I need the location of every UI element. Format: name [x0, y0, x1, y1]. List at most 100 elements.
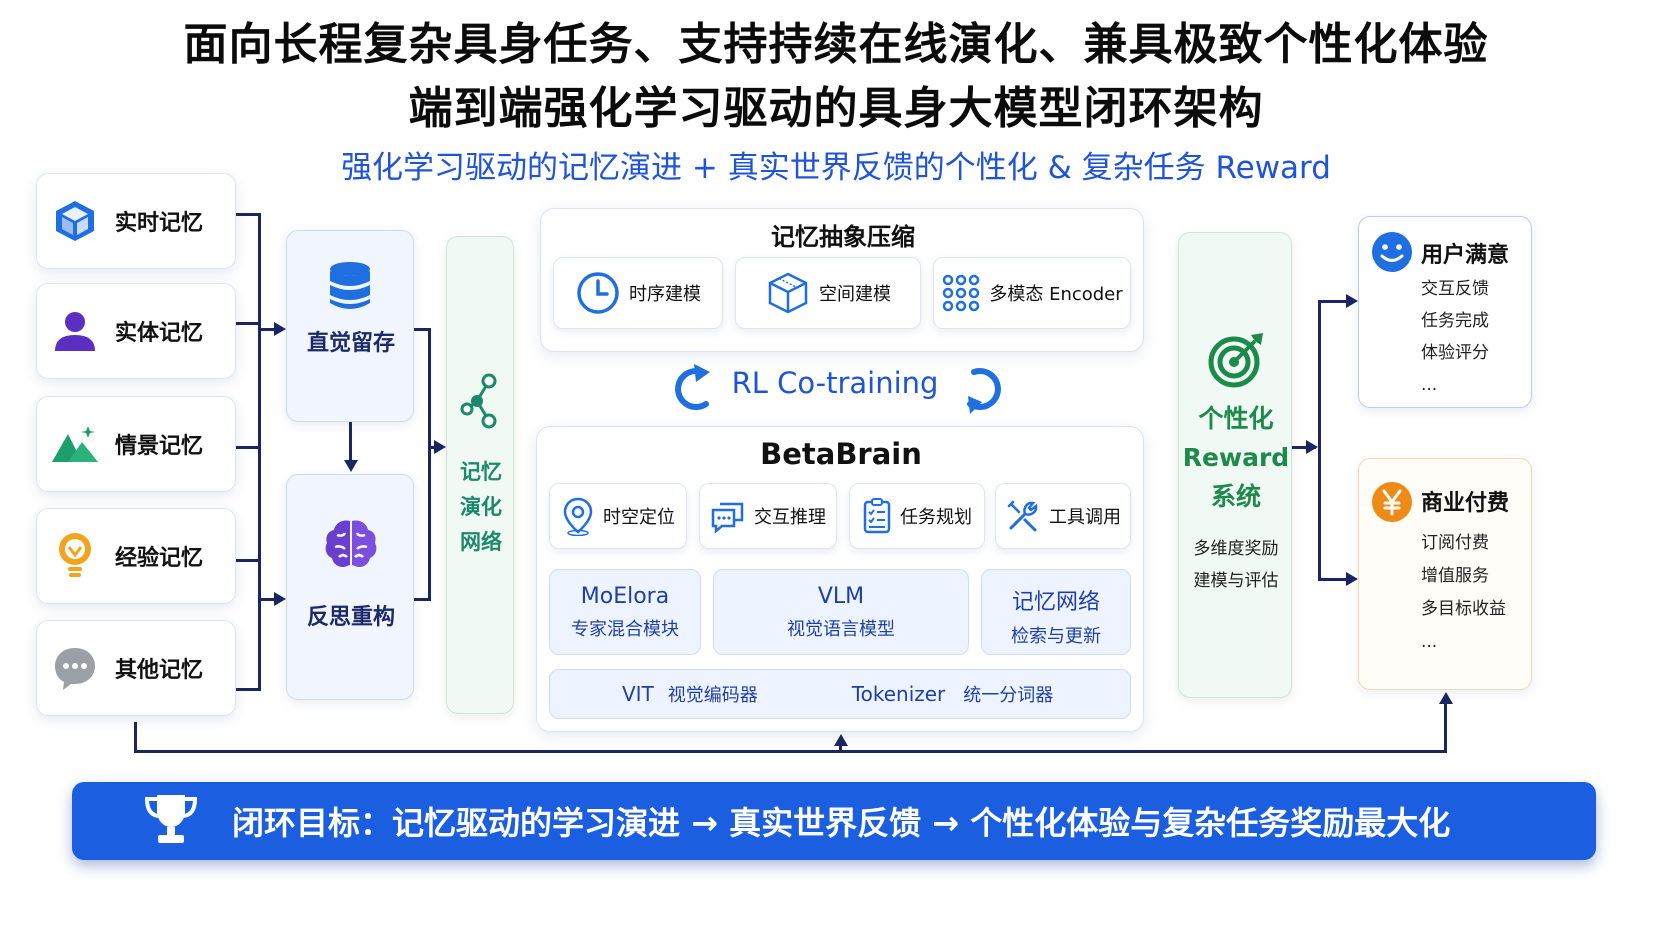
module-memory-network: 记忆网络 检索与更新: [981, 569, 1131, 655]
reward-title-line: Reward: [1182, 443, 1290, 472]
trophy-icon: [142, 791, 202, 851]
3d-box-icon: [768, 272, 808, 314]
betabrain-panel: BetaBrain 时空定位 交互推理 任务规划: [536, 426, 1144, 732]
connector: [428, 328, 431, 601]
arrow-right: [1346, 572, 1358, 586]
tools-icon: [1007, 500, 1038, 532]
vit-label: VIT: [622, 682, 654, 706]
database-icon: [327, 261, 373, 315]
clock-icon: [577, 272, 619, 314]
chat-bubble-icon: [49, 642, 101, 694]
evolution-network-char: 网络: [460, 530, 502, 554]
module-subtitle: 专家混合模块: [571, 619, 679, 640]
capability-label: 任务规划: [900, 507, 972, 528]
list-item: 任务完成: [1421, 311, 1489, 331]
betabrain-title: BetaBrain: [760, 437, 922, 471]
compression-item-label: 时序建模: [629, 284, 701, 305]
memory-card-episodic: 情景记忆: [36, 396, 236, 492]
page-title-line2: 端到端强化学习驱动的具身大模型闭环架构: [408, 83, 1264, 134]
evolution-network-label: 记忆 演化 网络: [447, 455, 515, 560]
reward-title: 个性化 Reward 系统: [1179, 399, 1293, 516]
module-title: 记忆网络: [1011, 590, 1100, 615]
connector: [236, 322, 260, 325]
connector: [1318, 300, 1348, 303]
connector: [1318, 300, 1321, 580]
lightbulb-icon: [49, 530, 101, 582]
arrow-up: [1439, 692, 1453, 704]
connector: [236, 559, 260, 562]
rotate-right-icon: [960, 362, 1004, 420]
user-satisfaction-title: 用户满意: [1421, 243, 1510, 268]
reflection-label: 反思重构: [306, 605, 395, 630]
connector: [414, 598, 430, 601]
connector: [236, 446, 260, 449]
connector: [258, 213, 261, 691]
memory-card-other: 其他记忆: [36, 620, 236, 716]
smiley-icon: [1371, 231, 1413, 277]
compression-item-multimodal: 多模态 Encoder: [933, 257, 1131, 329]
evolution-network-char: 演化: [460, 495, 502, 519]
tokenizer-desc: 统一分词器: [963, 685, 1054, 706]
arrow-down: [344, 460, 358, 472]
evolution-network-panel: 记忆 演化 网络: [446, 236, 514, 714]
page-subtitle: 强化学习驱动的记忆演进 + 真实世界反馈的个性化 & 复杂任务 Reward: [341, 150, 1331, 186]
memory-card-experience: 经验记忆: [36, 508, 236, 604]
list-item: 订阅付费: [1421, 533, 1489, 553]
clipboard-icon: [863, 498, 891, 534]
list-item: 增值服务: [1421, 566, 1489, 586]
list-item: 交互反馈: [1421, 279, 1489, 299]
reward-system-panel: 个性化 Reward 系统 多维度奖励 建模与评估: [1178, 232, 1292, 698]
rotate-left-icon: [672, 362, 716, 420]
compression-item-temporal: 时序建模: [553, 257, 723, 329]
connector: [258, 328, 276, 331]
module-vlm: VLM 视觉语言模型: [713, 569, 969, 655]
intuition-label: 直觉留存: [306, 331, 395, 356]
memory-label: 实体记忆: [115, 321, 204, 346]
arrow-up: [834, 734, 848, 746]
reward-description: 多维度奖励 建模与评估: [1179, 533, 1293, 597]
memory-compression-panel: 记忆抽象压缩 时序建模 空间建模 多模态 Encoder: [540, 208, 1144, 352]
memory-card-entity: 实体记忆: [36, 283, 236, 379]
location-pin-icon: [563, 497, 593, 536]
dot-grid-icon: [943, 274, 980, 312]
capability-label: 工具调用: [1049, 507, 1121, 528]
vit-desc: 视觉编码器: [667, 685, 758, 706]
module-title: MoElora: [580, 584, 670, 609]
connector: [1318, 578, 1348, 581]
reward-title-line: 个性化: [1198, 404, 1274, 433]
evolution-network-char: 记忆: [460, 460, 502, 484]
feedback-loop-line: [134, 750, 1447, 753]
feedback-loop-line: [1444, 702, 1447, 752]
module-title: VLM: [817, 584, 865, 609]
connector: [236, 688, 260, 691]
brain-icon: [323, 517, 379, 575]
closed-loop-goal-bar: 闭环目标：记忆驱动的学习演进 → 真实世界反馈 → 个性化体验与复杂任务奖励最大…: [72, 782, 1596, 860]
business-panel: 商业付费 订阅付费 增值服务 多目标收益 ...: [1358, 458, 1532, 690]
arrow-right: [274, 592, 286, 606]
feedback-loop-line: [839, 744, 842, 752]
connector: [1292, 446, 1316, 449]
network-nodes-icon: [459, 373, 503, 435]
memory-label: 情景记忆: [115, 434, 204, 459]
yen-icon: [1371, 481, 1413, 527]
tokenizer-label: Tokenizer: [851, 682, 946, 706]
rl-cotraining-label: RL Co-training: [731, 366, 939, 400]
feedback-loop-line: [134, 722, 137, 752]
memory-compression-title: 记忆抽象压缩: [771, 223, 915, 251]
connector: [414, 328, 430, 331]
capability-planning: 任务规划: [849, 483, 985, 549]
reward-desc-line: 建模与评估: [1193, 571, 1279, 591]
list-item: 多目标收益: [1421, 599, 1506, 619]
target-icon: [1207, 329, 1267, 393]
list-item: ...: [1421, 375, 1438, 395]
module-subtitle: 检索与更新: [1011, 626, 1101, 647]
connector: [236, 213, 260, 216]
closed-loop-goal-text: 闭环目标：记忆驱动的学习演进 → 真实世界反馈 → 个性化体验与复杂任务奖励最大…: [232, 804, 1451, 842]
person-icon: [49, 305, 101, 357]
intuition-panel: 直觉留存: [286, 230, 414, 422]
mountain-icon: [49, 418, 101, 470]
connector: [428, 446, 434, 449]
memory-label: 其他记忆: [115, 658, 204, 683]
connector: [349, 422, 352, 462]
capability-reasoning: 交互推理: [699, 483, 837, 549]
